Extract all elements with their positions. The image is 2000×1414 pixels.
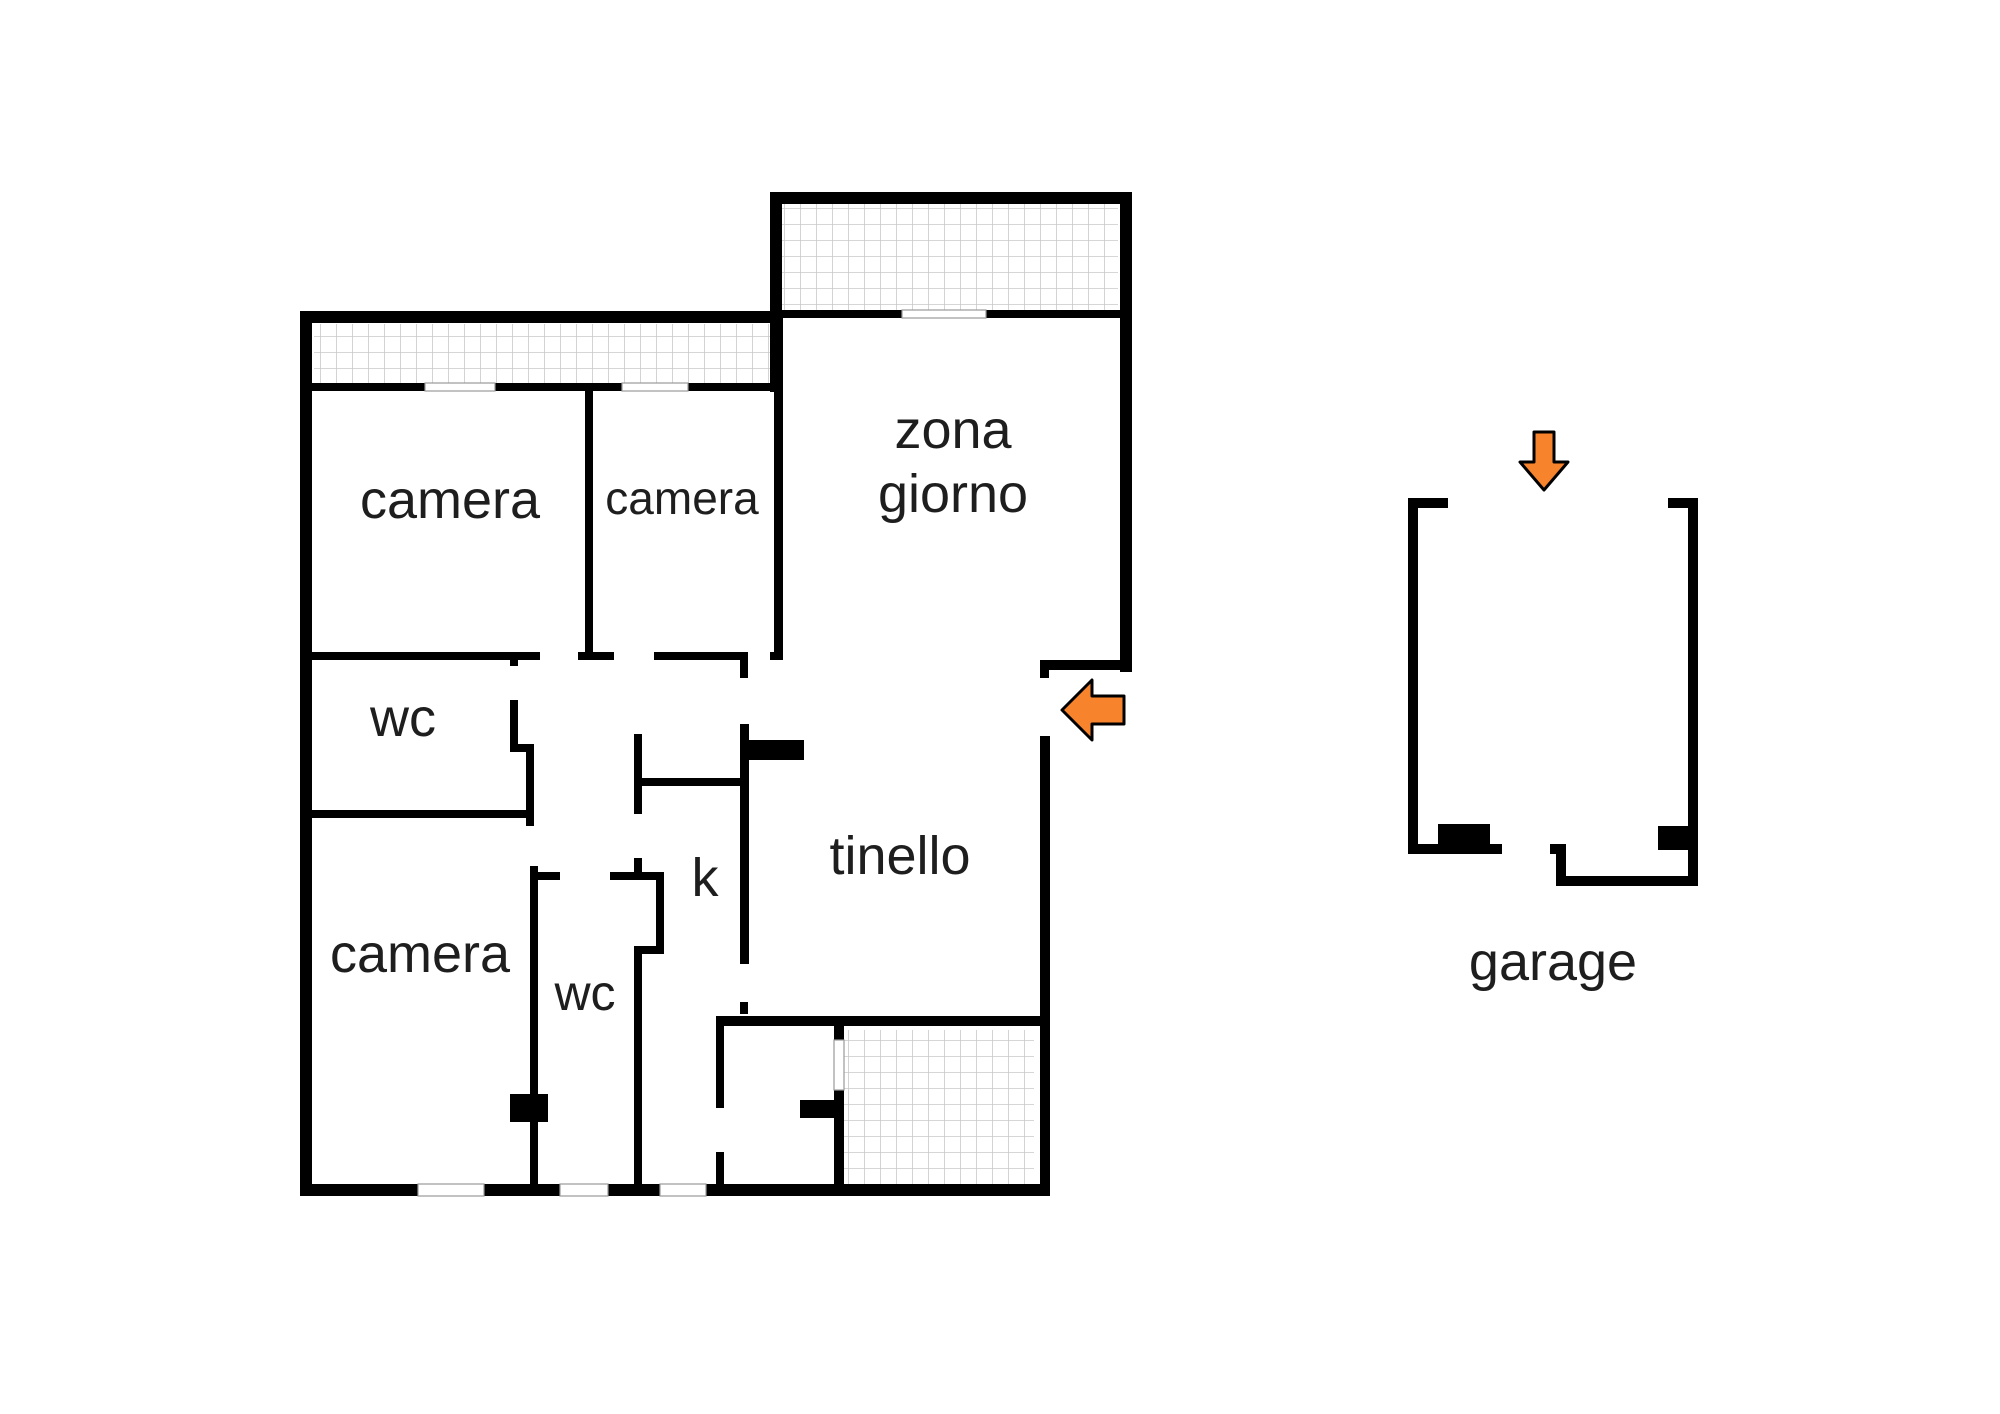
window bbox=[659, 1183, 707, 1197]
arrow-left-icon bbox=[1060, 678, 1126, 742]
balcony-bottom-right bbox=[842, 1030, 1034, 1184]
balcony-top-left bbox=[314, 324, 774, 384]
room-label-wc-top: wc bbox=[369, 688, 436, 748]
window bbox=[424, 382, 496, 392]
room-label-camera-bottom-left: camera bbox=[330, 924, 511, 984]
window bbox=[833, 1039, 845, 1091]
balcony-top-right bbox=[782, 204, 1118, 310]
room-label-camera-top-middle: camera bbox=[605, 472, 759, 524]
room-label-zona-giorno-line1: zona bbox=[894, 400, 1012, 460]
garage-walls bbox=[1408, 498, 1698, 886]
windows bbox=[417, 309, 987, 1197]
room-label-tinello: tinello bbox=[829, 826, 970, 886]
room-label-kitchen: k bbox=[692, 848, 720, 908]
window bbox=[901, 309, 987, 319]
window bbox=[559, 1183, 609, 1197]
window bbox=[417, 1183, 485, 1197]
arrow-down-icon bbox=[1518, 430, 1570, 492]
room-label-camera-top-left: camera bbox=[360, 470, 541, 530]
room-label-garage: garage bbox=[1469, 932, 1637, 992]
window bbox=[621, 382, 689, 392]
room-label-zona-giorno-line2: giorno bbox=[878, 464, 1028, 524]
room-label-wc-bottom: wc bbox=[553, 965, 615, 1021]
